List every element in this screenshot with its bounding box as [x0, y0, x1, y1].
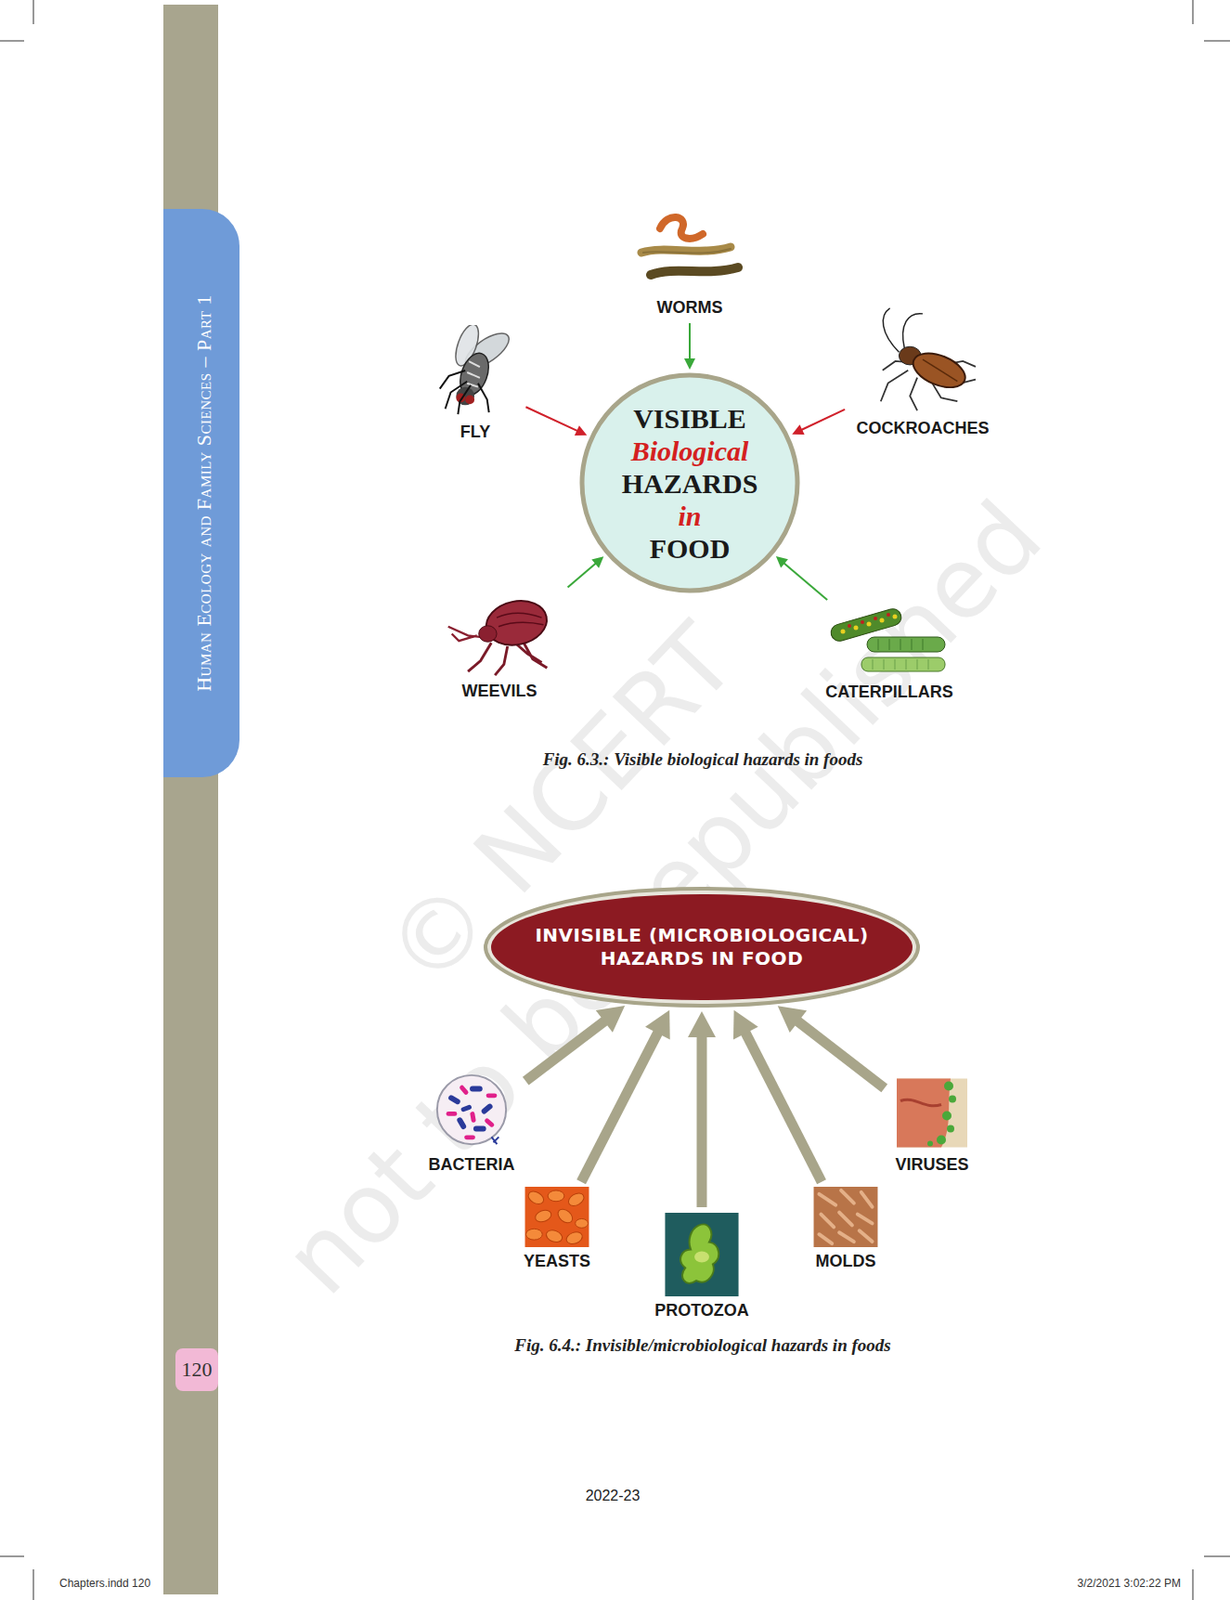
hazard-item: PROTOZOA	[647, 1212, 756, 1321]
page-number: 120	[175, 1347, 219, 1391]
hazard-item: BACTERIA	[422, 1069, 522, 1175]
yeast-illustration	[524, 1186, 590, 1247]
circle-text: VISIBLE	[633, 401, 747, 435]
item-label: BACTERIA	[422, 1153, 522, 1175]
hazard-item: VIRUSES	[888, 1074, 975, 1175]
arrow-head	[776, 556, 789, 568]
connector-arrow	[776, 556, 828, 600]
circle-text: HAZARDS	[621, 466, 759, 500]
weevil-illustration	[439, 590, 560, 677]
connector-arrow	[525, 1005, 625, 1081]
item-label: MOLDS	[809, 1250, 883, 1271]
slug-file: Chapters.indd 120	[59, 1576, 151, 1590]
connector-arrow	[581, 1009, 671, 1182]
hazard-item: WEEVILS	[435, 590, 564, 701]
arrow-head	[733, 1009, 759, 1040]
arrow-head	[791, 424, 804, 435]
connector-line	[525, 406, 578, 431]
figure-caption: Fig. 6.3.: Visible biological hazards in…	[543, 749, 864, 770]
arrow-head	[574, 425, 587, 436]
arrow-head	[591, 556, 604, 568]
item-label: CATERPILLARS	[818, 681, 960, 702]
hazard-item: YEASTS	[517, 1186, 597, 1271]
item-label: WEEVILS	[435, 680, 564, 701]
circle-text: Biological	[631, 434, 750, 467]
hazard-item: MOLDS	[809, 1186, 883, 1271]
connector-arrow	[568, 556, 605, 587]
item-label: COCKROACHES	[849, 417, 996, 439]
arrow-head	[645, 1009, 671, 1040]
connector-arrow	[525, 406, 587, 436]
ellipse-text: INVISIBLE (MICROBIOLOGICAL) HAZARDS IN F…	[534, 923, 869, 971]
connector-line	[801, 409, 845, 430]
figure-caption: Fig. 6.4.: Invisible/microbiological haz…	[514, 1334, 891, 1356]
connector-arrow	[791, 409, 845, 435]
hazard-item: FLY	[429, 324, 521, 442]
hazard-item: COCKROACHES	[849, 306, 996, 439]
hazard-ellipse: INVISIBLE (MICROBIOLOGICAL) HAZARDS IN F…	[482, 885, 921, 1009]
item-label: PROTOZOA	[647, 1299, 756, 1321]
connector-arrow	[684, 323, 696, 370]
connector-line	[568, 562, 596, 587]
connector-line	[581, 1032, 659, 1182]
chapter-tab	[163, 208, 240, 777]
item-label: VIRUSES	[888, 1153, 975, 1175]
connector-line	[696, 1035, 707, 1207]
arrow-head	[684, 358, 696, 370]
circle-text: FOOD	[649, 531, 731, 565]
connector-line	[783, 562, 828, 600]
arrow-head	[687, 1010, 716, 1037]
connector-line	[688, 323, 691, 360]
caterpillar-illustration	[824, 603, 955, 678]
connector-line	[797, 1021, 885, 1088]
connector-line	[525, 1020, 605, 1081]
circle-text: in	[677, 499, 701, 532]
hazard-circle: VISIBLEBiologicalHAZARDSinFOOD	[579, 372, 801, 594]
item-label: WORMS	[630, 297, 750, 318]
cockroach-illustration	[861, 306, 984, 415]
hazard-item: WORMS	[630, 207, 750, 318]
arrow-head	[777, 1005, 807, 1033]
worm-illustration	[634, 207, 746, 294]
fly-illustration	[433, 324, 518, 418]
item-label: FLY	[429, 421, 521, 442]
connector-line	[745, 1032, 822, 1182]
year-footer: 2022-23	[585, 1487, 641, 1504]
connector-arrow	[687, 1010, 716, 1207]
bacteria-illustration	[432, 1069, 512, 1151]
connector-arrow	[777, 1005, 885, 1088]
item-label: YEASTS	[517, 1250, 597, 1271]
protozoa-illustration	[664, 1212, 739, 1296]
slug-date: 3/2/2021 3:02:22 PM	[1077, 1576, 1181, 1590]
hazard-item: CATERPILLARS	[818, 603, 960, 702]
mold-illustration	[813, 1186, 879, 1247]
arrow-head	[595, 1005, 625, 1033]
virus-illustration	[896, 1074, 968, 1151]
running-head: Human Ecology and Family Sciences – Part…	[192, 294, 217, 692]
page-number-box	[175, 1347, 219, 1391]
